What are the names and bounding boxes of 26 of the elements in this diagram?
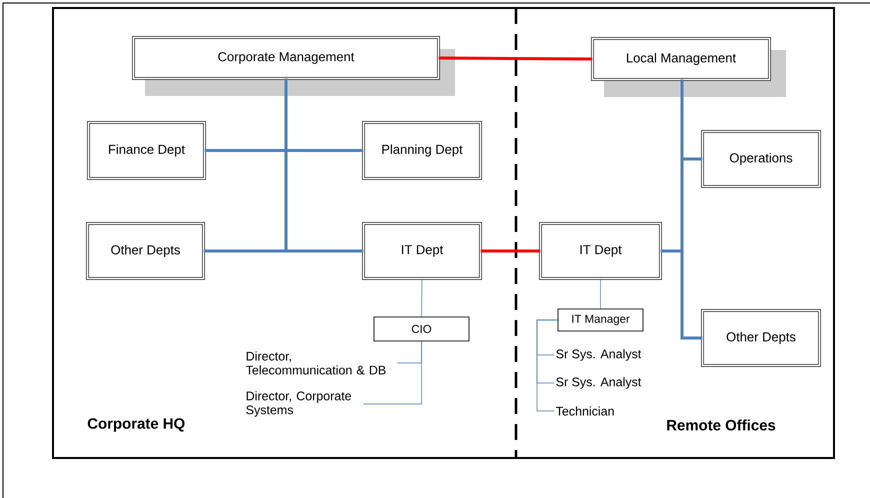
role-text: Sr Sys. Analyst [556,349,642,361]
department-box: Other Depts [701,309,821,367]
department-box: Operations [701,130,821,188]
region-label: Remote Offices [667,420,776,430]
connector-line [680,80,702,340]
connector-line [363,341,422,404]
connector-line [438,56,592,60]
management-box: Corporate Management [132,36,455,96]
management-box: Local Management [591,37,786,97]
role-box: CIO [374,316,470,342]
department-box: Planning Dept [362,121,482,180]
department-box: IT Dept [362,222,482,280]
connector-line [536,320,558,412]
department-box: IT Dept [539,222,662,280]
role-text: Director, Telecommunication & DB [246,351,386,375]
region-label: Corporate HQ [88,418,185,432]
connector-line [421,278,422,317]
department-box: Other Depts [86,222,205,280]
role-text: Director, Corporate Systems [246,391,352,417]
connector-line [480,250,540,252]
department-box: Finance Dept [87,121,206,180]
connector-line [600,278,601,309]
role-box: IT Manager [558,308,644,332]
role-text: Technician [556,406,614,416]
role-text: Sr Sys. Analyst [556,377,642,389]
connector-line [284,78,364,252]
